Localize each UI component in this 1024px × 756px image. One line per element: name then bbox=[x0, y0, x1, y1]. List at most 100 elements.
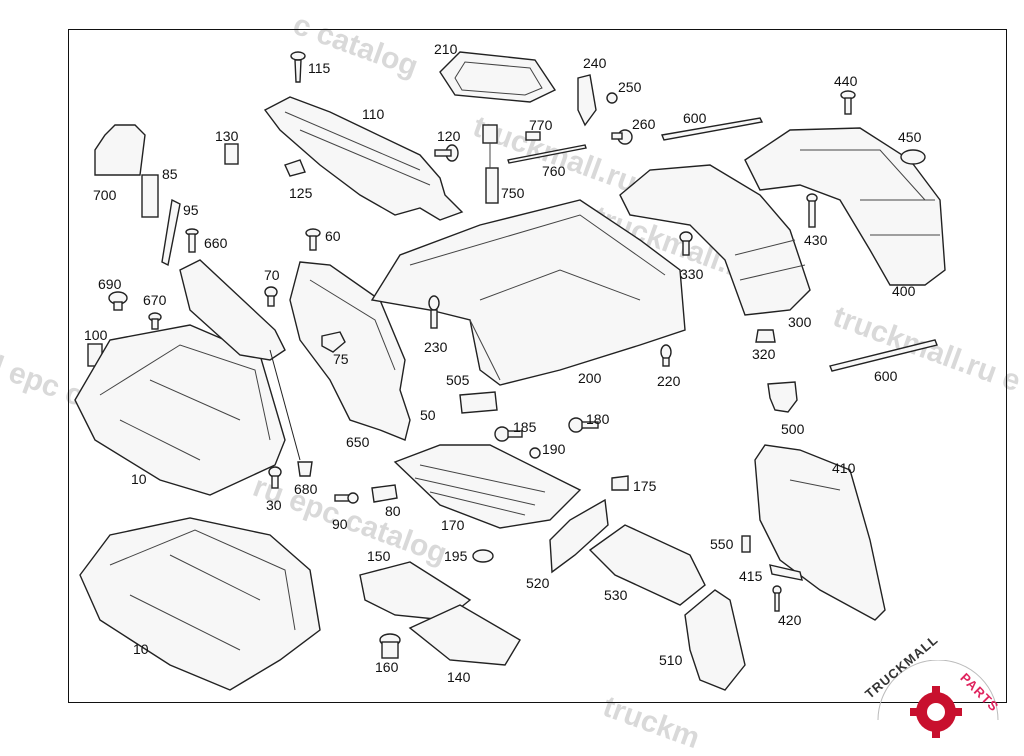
part-label-175: 175 bbox=[633, 478, 657, 494]
part-label-190: 190 bbox=[542, 441, 566, 457]
part-label-410: 410 bbox=[832, 460, 856, 476]
part-label-130: 130 bbox=[215, 128, 239, 144]
part-520-shape bbox=[549, 498, 609, 574]
part-label-210: 210 bbox=[434, 41, 458, 57]
part-210-shape bbox=[439, 51, 557, 103]
part-260-shape bbox=[611, 129, 633, 145]
part-500-shape bbox=[767, 381, 798, 413]
part-70-shape bbox=[264, 286, 278, 307]
part-320-shape bbox=[755, 329, 776, 343]
part-195-shape bbox=[472, 549, 494, 563]
part-label-550: 550 bbox=[710, 536, 734, 552]
part-label-670: 670 bbox=[143, 292, 167, 308]
part-label-260: 260 bbox=[632, 116, 656, 132]
part-510-shape bbox=[684, 589, 746, 691]
part-690-shape bbox=[108, 291, 128, 311]
part-label-600: 600 bbox=[874, 368, 898, 384]
part-175-shape bbox=[611, 475, 629, 491]
part-120-shape bbox=[434, 144, 459, 162]
part-420-shape bbox=[772, 585, 782, 612]
part-label-10: 10 bbox=[133, 641, 149, 657]
part-125-shape bbox=[284, 159, 306, 177]
part-80-shape bbox=[371, 484, 398, 503]
part-600a-shape bbox=[661, 117, 764, 141]
part-660-shape bbox=[185, 228, 199, 253]
part-label-500: 500 bbox=[781, 421, 805, 437]
part-label-80: 80 bbox=[385, 503, 401, 519]
part-label-230: 230 bbox=[424, 339, 448, 355]
part-label-90: 90 bbox=[332, 516, 348, 532]
part-label-30: 30 bbox=[266, 497, 282, 513]
part-85-shape bbox=[141, 174, 159, 218]
gear-icon bbox=[877, 659, 999, 738]
part-680-shape bbox=[297, 461, 313, 477]
part-label-60: 60 bbox=[325, 228, 341, 244]
part-330-shape bbox=[679, 231, 693, 256]
part-label-760: 760 bbox=[542, 163, 566, 179]
part-650-shape bbox=[179, 259, 301, 461]
part-label-75: 75 bbox=[333, 351, 349, 367]
part-label-125: 125 bbox=[289, 185, 313, 201]
part-label-440: 440 bbox=[834, 73, 858, 89]
part-label-530: 530 bbox=[604, 587, 628, 603]
part-label-520: 520 bbox=[526, 575, 550, 591]
part-label-85: 85 bbox=[162, 166, 178, 182]
part-530-shape bbox=[588, 524, 706, 606]
part-10a-shape bbox=[74, 324, 286, 496]
part-label-70: 70 bbox=[264, 267, 280, 283]
part-label-415: 415 bbox=[739, 568, 763, 584]
part-label-770: 770 bbox=[529, 117, 553, 133]
part-label-200: 200 bbox=[578, 370, 602, 386]
part-430-shape bbox=[806, 193, 818, 228]
part-130-shape bbox=[224, 143, 239, 165]
part-label-700: 700 bbox=[93, 187, 117, 203]
part-label-250: 250 bbox=[618, 79, 642, 95]
part-label-140: 140 bbox=[447, 669, 471, 685]
part-label-160: 160 bbox=[375, 659, 399, 675]
part-label-195: 195 bbox=[444, 548, 468, 564]
part-label-420: 420 bbox=[778, 612, 802, 628]
part-90-shape bbox=[334, 492, 359, 504]
part-label-50: 50 bbox=[420, 407, 436, 423]
part-760-shape bbox=[507, 144, 587, 164]
part-450-shape bbox=[900, 149, 926, 165]
part-label-680: 680 bbox=[294, 481, 318, 497]
part-300-shape bbox=[619, 164, 811, 316]
part-170-shape bbox=[393, 444, 582, 529]
part-670-shape bbox=[148, 312, 162, 330]
part-770-shape bbox=[525, 131, 541, 141]
part-label-100: 100 bbox=[84, 327, 108, 343]
part-label-750: 750 bbox=[501, 185, 525, 201]
part-190-shape bbox=[529, 447, 541, 459]
part-label-180: 180 bbox=[586, 411, 610, 427]
part-95-shape bbox=[161, 198, 181, 267]
part-550-shape bbox=[741, 535, 751, 553]
part-415-shape bbox=[769, 564, 803, 581]
part-label-220: 220 bbox=[657, 373, 681, 389]
part-220-shape bbox=[660, 344, 672, 367]
part-label-660: 660 bbox=[204, 235, 228, 251]
part-185-shape bbox=[494, 426, 523, 442]
part-label-300: 300 bbox=[788, 314, 812, 330]
part-label-240: 240 bbox=[583, 55, 607, 71]
part-label-150: 150 bbox=[367, 548, 391, 564]
part-label-650: 650 bbox=[346, 434, 370, 450]
part-label-400: 400 bbox=[892, 283, 916, 299]
part-200-shape bbox=[370, 199, 686, 386]
part-label-330: 330 bbox=[680, 266, 704, 282]
part-180-shape bbox=[568, 417, 599, 433]
part-60-shape bbox=[305, 228, 321, 251]
diagram-frame bbox=[68, 29, 1007, 703]
part-label-170: 170 bbox=[441, 517, 465, 533]
part-label-10: 10 bbox=[131, 471, 147, 487]
truckmall-parts-logo: TRUCKMALL PARTS bbox=[858, 632, 1020, 748]
part-750-shape bbox=[482, 124, 499, 204]
part-10b-shape bbox=[79, 517, 321, 691]
part-label-110: 110 bbox=[362, 106, 385, 122]
part-140-shape bbox=[408, 604, 521, 666]
part-label-600: 600 bbox=[683, 110, 707, 126]
part-410-shape bbox=[754, 444, 886, 621]
part-label-450: 450 bbox=[898, 129, 922, 145]
